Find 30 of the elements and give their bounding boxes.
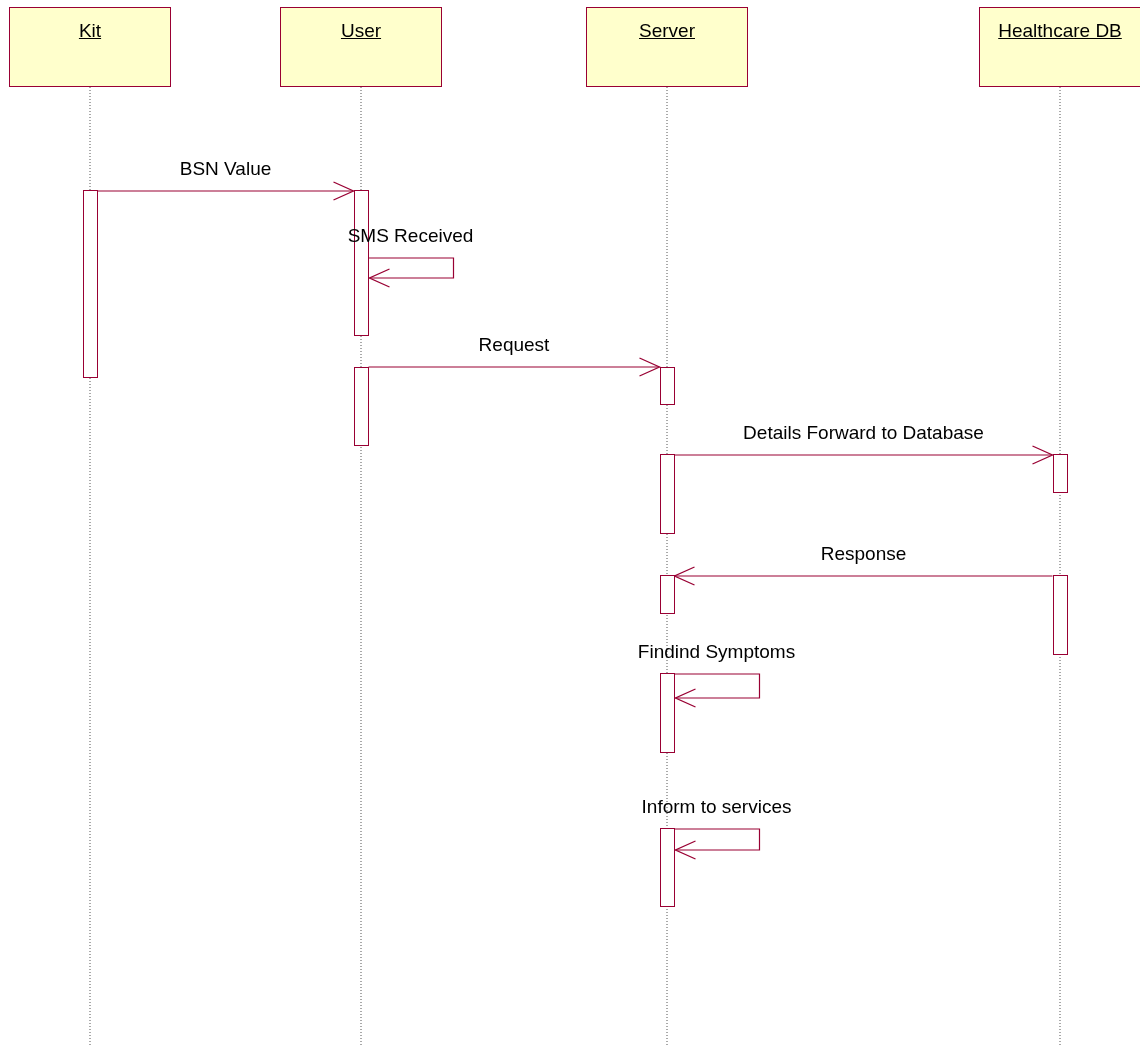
activation-bar bbox=[659, 575, 675, 614]
participant-box bbox=[586, 7, 748, 87]
participant-name: Server bbox=[638, 20, 696, 42]
self-message-arrow bbox=[673, 673, 761, 708]
message-label: Findind Symptoms bbox=[637, 641, 796, 663]
message-label: Details Forward to Database bbox=[743, 422, 984, 444]
activation-bar bbox=[82, 190, 98, 378]
message-label: BSN Value bbox=[179, 158, 272, 180]
message-label: Inform to services bbox=[641, 796, 792, 818]
message-label: Request bbox=[478, 334, 550, 356]
participant-name: Healthcare DB bbox=[997, 20, 1123, 42]
participant-name: User bbox=[339, 20, 383, 42]
participant-name: Kit bbox=[77, 20, 103, 42]
message-arrow bbox=[673, 566, 1054, 586]
self-message-arrow bbox=[673, 828, 761, 860]
self-message-arrow bbox=[367, 257, 455, 288]
activation-bar bbox=[659, 454, 675, 534]
activation-bar bbox=[659, 828, 675, 907]
activation-bar bbox=[1052, 454, 1068, 493]
activation-bar bbox=[659, 367, 675, 405]
message-label: Response bbox=[820, 543, 907, 565]
participant-box bbox=[280, 7, 442, 87]
activation-bar bbox=[353, 367, 369, 446]
participant-box bbox=[9, 7, 171, 87]
message-arrow bbox=[367, 357, 661, 377]
activation-bar bbox=[1052, 575, 1068, 655]
message-arrow bbox=[96, 181, 355, 201]
participant-box bbox=[979, 7, 1140, 87]
activation-bar bbox=[659, 673, 675, 753]
message-arrow bbox=[673, 445, 1054, 465]
